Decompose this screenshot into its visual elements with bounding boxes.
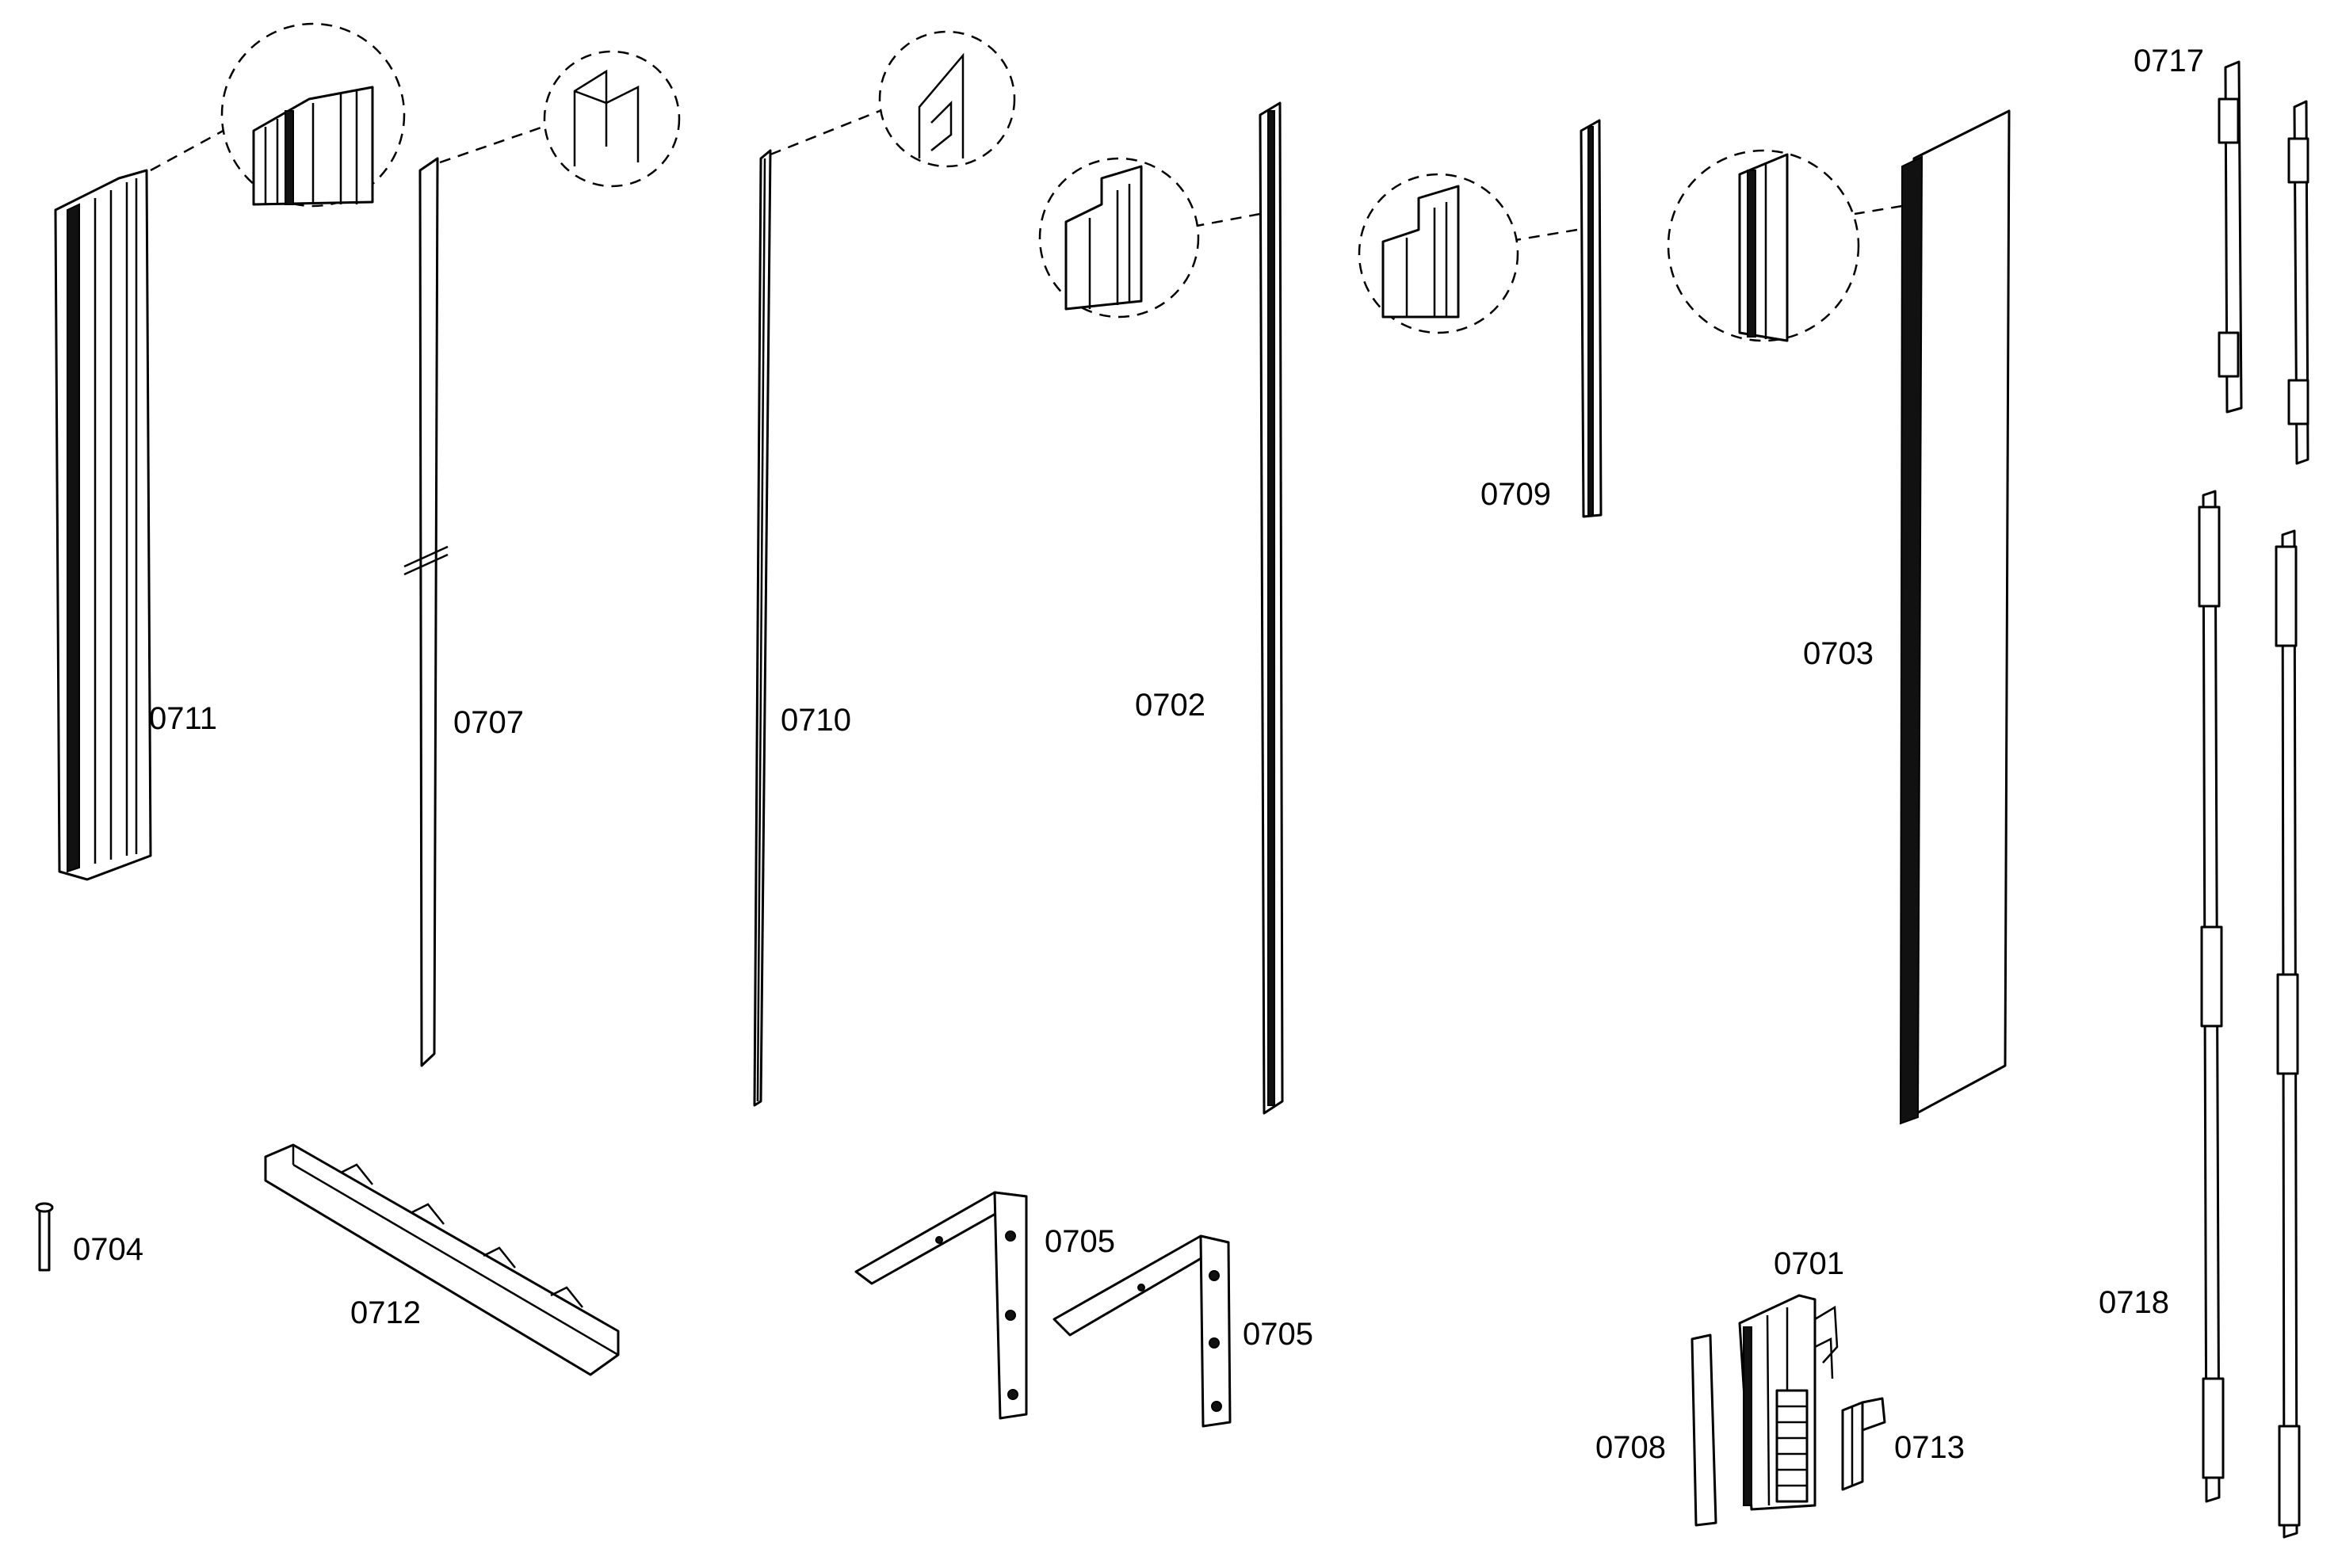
- label-0713: 0713: [1894, 1430, 1965, 1465]
- detail-circle-0711: [150, 22, 406, 208]
- label-0701: 0701: [1774, 1246, 1844, 1281]
- part-0711-profile: [54, 169, 152, 881]
- label-0717: 0717: [2134, 44, 2204, 78]
- label-0709: 0709: [1480, 477, 1551, 512]
- detail-circle-0703: [1667, 149, 1903, 342]
- part-0713-bracket: [1841, 1397, 1886, 1491]
- part-0708-strip: [1690, 1333, 1717, 1527]
- part-0705-bracket-a: [854, 1191, 1028, 1420]
- label-0712: 0712: [350, 1295, 421, 1330]
- detail-circle-0710: [770, 30, 1016, 168]
- part-0701-frame: [1738, 1294, 1839, 1511]
- label-0705-b: 0705: [1243, 1317, 1313, 1352]
- label-0718: 0718: [2099, 1285, 2169, 1320]
- label-0704: 0704: [73, 1232, 143, 1267]
- part-0705-bracket-b: [1052, 1234, 1232, 1428]
- part-0709-channel: [1580, 119, 1603, 518]
- part-0712-rail: [264, 1143, 620, 1376]
- label-0707: 0707: [453, 705, 524, 740]
- detail-circle-0707: [439, 50, 681, 188]
- part-0710-rod: [753, 149, 772, 1107]
- label-0708: 0708: [1595, 1430, 1666, 1465]
- label-0705-a: 0705: [1045, 1224, 1115, 1259]
- part-0717-hinges: [2218, 60, 2309, 465]
- label-0710: 0710: [781, 703, 851, 738]
- label-0702: 0702: [1135, 688, 1205, 723]
- detail-circle-0702: [1038, 157, 1261, 319]
- detail-circle-0709: [1358, 173, 1578, 334]
- label-0711: 0711: [149, 701, 217, 736]
- part-0704-pin: [35, 1202, 54, 1272]
- part-0703-panel: [1899, 109, 2011, 1125]
- part-0718-hinges: [2198, 490, 2301, 1539]
- label-0703: 0703: [1803, 636, 1874, 671]
- part-0702-channel: [1259, 101, 1284, 1115]
- part-0707-strip: [403, 157, 449, 1067]
